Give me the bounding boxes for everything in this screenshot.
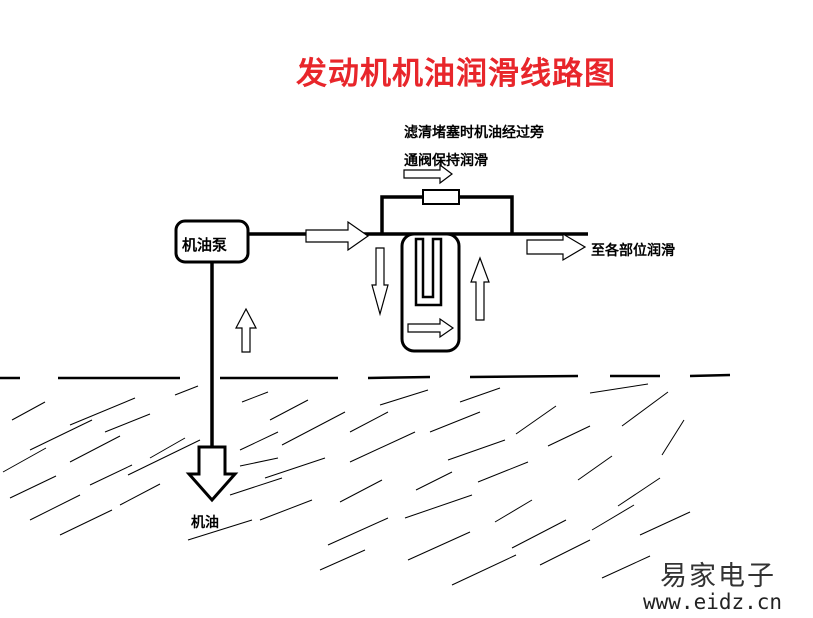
flow-arrows bbox=[235, 163, 587, 353]
bypass-valve bbox=[422, 189, 460, 205]
outlet-flow-arrow bbox=[526, 232, 587, 262]
filter-down-arrow bbox=[371, 247, 389, 317]
destination-label: 至各部位润滑 bbox=[591, 243, 675, 259]
filter-core bbox=[414, 237, 443, 307]
watermark-url: www.eidz.cn bbox=[643, 590, 783, 614]
filter-up-arrow bbox=[470, 256, 490, 321]
inlet-flow-arrow bbox=[305, 220, 370, 252]
watermark-brand: 易家电子 bbox=[660, 561, 776, 592]
oil-hatching bbox=[2, 383, 691, 586]
bypass-note-line1: 滤清堵塞时机油经过旁 bbox=[404, 125, 544, 141]
oil-label: 机油 bbox=[191, 515, 219, 531]
suction-up-arrow bbox=[235, 307, 257, 353]
oil-filter bbox=[400, 232, 461, 353]
bypass-flow-arrow bbox=[403, 163, 453, 185]
oil-level-line bbox=[0, 373, 731, 380]
diagram-title: 发动机机油润滑线路图 bbox=[296, 56, 616, 92]
oil-down-arrow bbox=[185, 445, 239, 503]
pump-label: 机油泵 bbox=[182, 236, 228, 254]
bypass-note-line2: 通阀保持润滑 bbox=[404, 153, 488, 169]
filter-right-arrow bbox=[407, 317, 455, 339]
